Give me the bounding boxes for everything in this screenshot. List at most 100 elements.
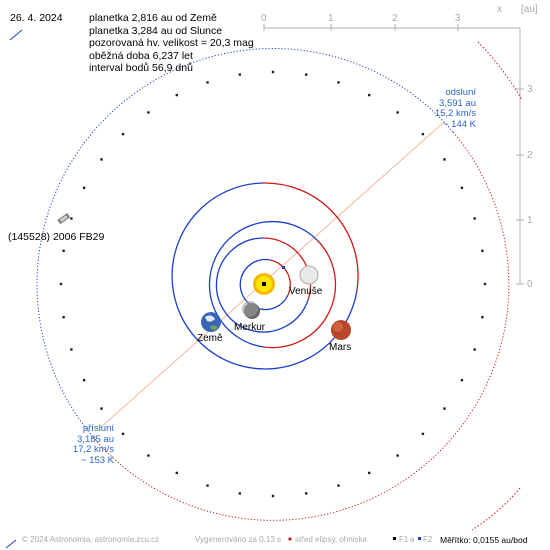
earth-planet (201, 312, 221, 332)
orbit-point (271, 494, 275, 498)
orbit-point (396, 454, 399, 457)
outer-arc-top (477, 41, 523, 101)
orbit-point (271, 70, 275, 74)
x-tick-0: 0 (261, 13, 267, 24)
generated-text: Vygenerováno za 0,13 s (195, 535, 281, 544)
orbit-point (206, 81, 209, 84)
orbit-point (443, 407, 446, 410)
legend-center-dot (288, 537, 292, 541)
mars-label: Mars (329, 342, 352, 353)
mars-orbit-red (262, 182, 359, 291)
x-tick-1: 1 (328, 13, 334, 24)
object-name-label: (145528) 2006 FB29 (8, 231, 105, 243)
orbit-point (62, 316, 65, 319)
aphelion-title: odsluní (445, 87, 476, 98)
x-tick-2: 2 (392, 13, 398, 24)
mercury-orbit-red (269, 259, 291, 296)
apsis-line (99, 121, 445, 429)
y-tick-3: 3 (527, 84, 533, 95)
orbit-point-markers (59, 70, 487, 498)
orbit-point (238, 73, 241, 76)
orbit-point (368, 471, 371, 475)
aphelion-info: odsluní 3,591 au 15,2 km/s ~ 144 K (420, 87, 476, 130)
orbit-point (305, 73, 308, 76)
aphelion-distance: 3,591 au (439, 97, 476, 109)
orbit-point (473, 348, 476, 351)
earth-distance-line: planetka 2,816 au od Země (89, 12, 217, 24)
venus-orbit-blue (215, 237, 309, 333)
orbit-point (147, 454, 150, 457)
ellipse-center-marker (282, 266, 285, 269)
orbit-point (62, 249, 65, 252)
venus-label: Venuše (289, 286, 323, 297)
perihelion-temp: ~ 153 K (80, 454, 114, 466)
mercury-planet (242, 301, 260, 319)
mars-orbit-blue (171, 182, 358, 370)
mars-planet (331, 320, 351, 340)
aphelion-temp: ~ 144 K (442, 118, 476, 130)
interval-line: interval bodů 56,9 dnů (89, 62, 193, 74)
legend-center-text: střed elipsy, ohniska (295, 535, 367, 544)
orbit-point (100, 158, 103, 161)
orbit-point (483, 282, 487, 286)
orbit-point (147, 111, 150, 114)
orbit-point (59, 282, 63, 286)
orbit-point (337, 81, 340, 84)
orbit-point (121, 432, 125, 436)
legend-f1-marker (393, 537, 396, 540)
orbit-point (175, 93, 178, 97)
orbit-point (421, 132, 425, 136)
aphelion-speed: 15,2 km/s (434, 108, 476, 119)
scale-text: Měřítko: 0,0155 au/bod (440, 535, 528, 545)
orbit-point (82, 379, 86, 382)
perihelion-speed: 17,2 km/s (72, 444, 114, 455)
orbit-point (337, 484, 340, 487)
orbit-point (396, 111, 399, 114)
orbit-point (460, 379, 464, 382)
orbit-point (368, 93, 371, 97)
earth-orbit-blue (208, 220, 318, 348)
mercury-orbit-blue (239, 258, 289, 311)
orbit-point (460, 186, 464, 189)
orbit-point (82, 186, 86, 189)
magnitude-line: pozorovaná hv. velikost = 20,3 mag (89, 37, 254, 49)
sun (253, 273, 275, 295)
legend-a-text: a (410, 535, 415, 544)
orbit-point (70, 217, 73, 220)
y-tick-0: 0 (527, 279, 533, 290)
venus-orbit-red (263, 237, 312, 301)
axes (263, 24, 524, 285)
orbit-point (238, 492, 241, 495)
legend-f1-text: F1 (399, 535, 409, 544)
orbit-point (206, 484, 209, 487)
orbit-point (443, 158, 446, 161)
orbit-point (473, 217, 476, 220)
orbit-point (305, 492, 308, 495)
earth-label: Země (197, 333, 223, 344)
orbit-point (175, 471, 178, 475)
mercury-label: Merkur (234, 322, 266, 333)
perihelion-info: přísluní 3,185 au 17,2 km/s ~ 153 K (58, 423, 114, 466)
asteroid-marker (57, 213, 71, 225)
x-axis-label: x (497, 4, 502, 15)
date-label: 26. 4. 2024 (10, 12, 63, 24)
y-tick-2: 2 (527, 150, 533, 161)
orbit-point (481, 249, 484, 252)
info-panel: planetka 2,816 au od Země planetka 3,284… (89, 12, 254, 75)
outer-arc-bottom (471, 487, 521, 531)
x-tick-3: 3 (455, 13, 461, 24)
legend-f2-text: F2 (423, 535, 433, 544)
y-tick-1: 1 (527, 215, 533, 226)
period-line: oběžná doba 6,237 let (89, 49, 193, 62)
orbit-point (481, 316, 484, 319)
perihelion-distance: 3,185 au (77, 433, 114, 445)
unit-label: [au] (521, 4, 538, 15)
orbit-point (421, 432, 425, 436)
orbit-point (121, 132, 125, 136)
orbit-point (100, 407, 103, 410)
earth-orbit-red (263, 239, 337, 349)
legend-f2-marker (418, 537, 421, 540)
legend-orbit-sample (5, 539, 17, 549)
sun-distance-line: planetka 3,284 au od Slunce (89, 24, 223, 37)
perihelion-title: přísluní (82, 423, 114, 434)
